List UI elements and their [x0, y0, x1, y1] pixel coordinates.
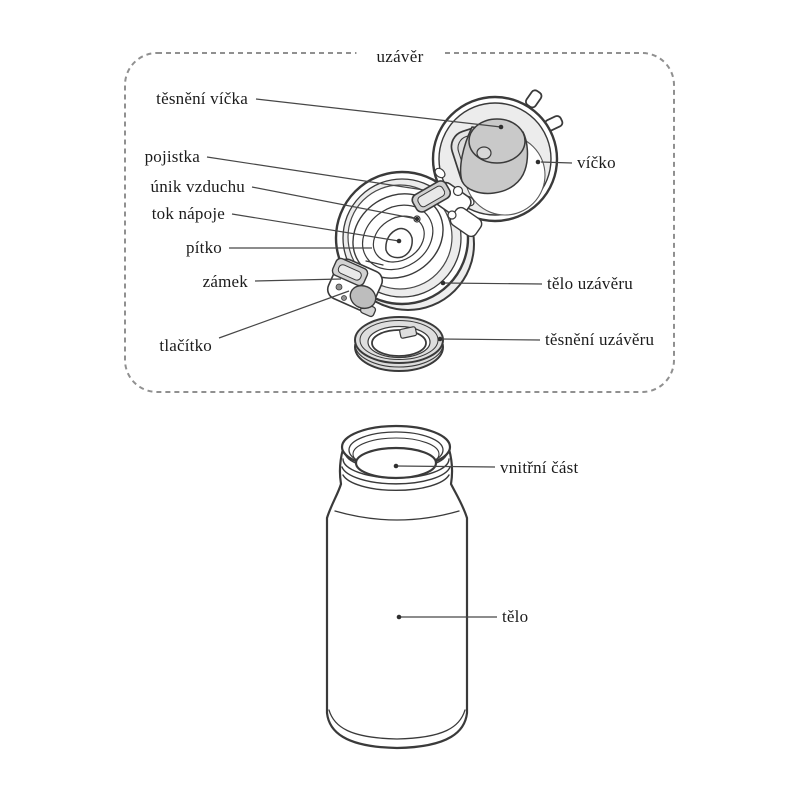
- label-vnitrni-cast: vnitřní část: [500, 458, 579, 477]
- safety-lock-slot: [417, 185, 446, 208]
- leader-tok-napoje: [231, 213, 400, 242]
- panel-title: uzávěr: [356, 47, 444, 67]
- leader-tesneni-vicka: [255, 98, 502, 128]
- cap-assembly-drawing: [326, 89, 564, 372]
- gasket-ring-drawing: [354, 316, 444, 372]
- latch-button: [349, 284, 377, 310]
- label-telo-uzaveru: tělo uzávěru: [547, 274, 633, 293]
- ring-rib: [354, 343, 444, 368]
- label-unik-vzduchu: únik vzduchu: [150, 177, 245, 196]
- dot-tesneni-uzaveru: [437, 336, 443, 342]
- label-tlacitko: tlačítko: [159, 336, 212, 355]
- cap-panel-border: [124, 52, 675, 393]
- latch-rivet: [341, 295, 347, 301]
- leader-pojistka: [206, 156, 425, 191]
- leader-tesneni-uzaveru: [439, 338, 541, 341]
- bottle-drawing: [325, 424, 469, 750]
- mouth-opening: [354, 446, 438, 480]
- label-telo: tělo: [502, 607, 529, 626]
- hinge-pin: [447, 210, 457, 220]
- leader-unik-vzduchu: [251, 186, 418, 220]
- label-tok-napoje: tok nápoje: [151, 204, 225, 223]
- lid-hinge-lug: [434, 167, 446, 179]
- ring-hole: [371, 329, 427, 357]
- hinge-pin: [452, 185, 464, 197]
- leader-tlacitko: [218, 290, 350, 339]
- leader-lines: [206, 98, 573, 620]
- dot-telo-uzaveru: [440, 280, 446, 286]
- latch-drawing: [326, 257, 384, 318]
- leader-vnitrni-cast: [395, 465, 496, 468]
- lid-drawing: [431, 89, 564, 223]
- bottle-outline: [325, 447, 469, 750]
- dot-unik-vzduchu: [414, 216, 420, 222]
- neck-thread: [341, 466, 451, 485]
- bottle-base-inner-line: [328, 709, 466, 740]
- lid-gasket-knob: [476, 146, 492, 160]
- hinge-drawing: [411, 180, 483, 238]
- body-detail-line: [365, 260, 384, 266]
- lid-gasket-dome: [468, 118, 526, 164]
- latch-rivet: [335, 283, 343, 291]
- label-tesneni-vicka: těsnění víčka: [156, 89, 248, 108]
- leader-zamek: [254, 278, 342, 282]
- neck-thread: [342, 474, 450, 492]
- label-zamek: zámek: [202, 272, 248, 291]
- dot-vicko: [535, 159, 541, 165]
- leader-telo-uzaveru: [442, 282, 543, 285]
- dot-telo: [396, 614, 402, 620]
- bottle-shoulder-line: [334, 510, 460, 521]
- leader-vicko: [540, 161, 573, 164]
- label-pitko: pítko: [186, 238, 222, 257]
- label-tesneni-uzaveru: těsnění uzávěru: [545, 330, 655, 349]
- ring-rib: [354, 347, 444, 372]
- label-pojistka: pojistka: [144, 147, 200, 166]
- dot-tesneni-vicka: [498, 124, 504, 130]
- dot-vnitrni-cast: [393, 463, 399, 469]
- dot-tok-napoje: [396, 238, 402, 244]
- label-vicko: víčko: [577, 153, 616, 172]
- latch-clip-slot: [337, 264, 362, 281]
- ring-notch: [399, 326, 418, 339]
